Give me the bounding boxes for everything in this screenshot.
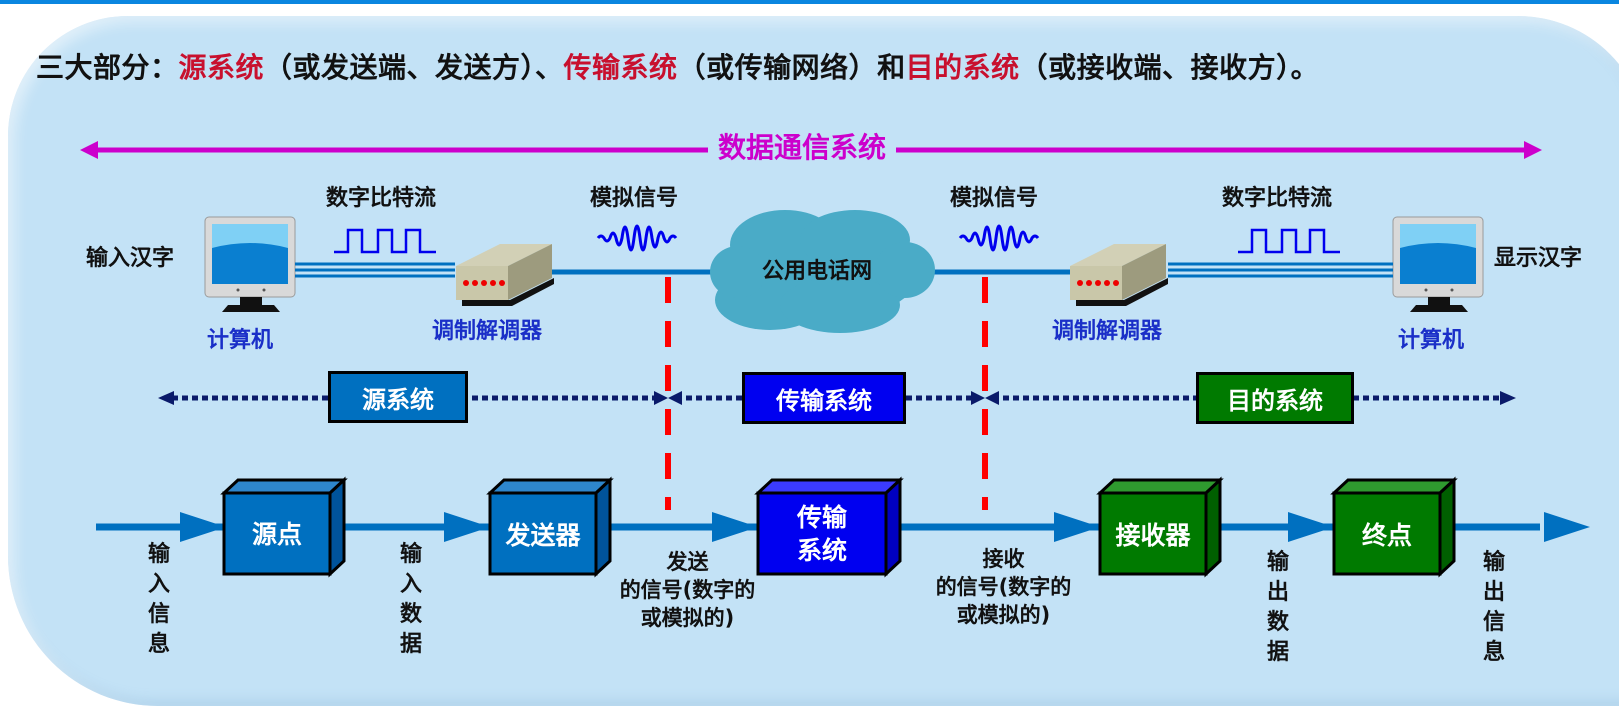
modem-right-icon xyxy=(1070,244,1168,306)
analog-signal-left-label: 模拟信号 xyxy=(590,186,679,211)
top-border-bar xyxy=(0,0,1619,4)
modem-left-icon xyxy=(456,244,554,306)
analog-signal-right-label: 模拟信号 xyxy=(950,186,1039,211)
block-transmission-label-line2: 系统 xyxy=(797,536,847,565)
block-source-point-label: 源点 xyxy=(252,520,302,549)
block-destination-point-label: 终点 xyxy=(1362,521,1412,550)
input-data-label: 输入数据 xyxy=(399,542,422,657)
headline-destination-system: 目的系统 xyxy=(905,51,1020,84)
computer-left-label: 计算机 xyxy=(207,328,274,353)
block-transmission-label-line1: 传输 xyxy=(796,503,848,532)
output-information-label: 输出信息 xyxy=(1482,550,1505,665)
output-data-label: 输出数据 xyxy=(1266,550,1289,665)
transmission-system-box: 传输系统 xyxy=(742,372,906,424)
sent-signal-line2: 的信号(数字的 xyxy=(619,578,756,602)
system-range-arrowheads xyxy=(158,391,1516,405)
digital-waveform-left-icon xyxy=(334,228,436,254)
digital-waveform-right-icon xyxy=(1238,228,1340,254)
received-signal-caption: 接收 的信号(数字的 或模拟的) xyxy=(916,545,1091,629)
public-telephone-network-cloud-icon xyxy=(710,210,935,333)
headline-transmission-note: （或传输网络）和 xyxy=(677,51,906,84)
digital-cable-left xyxy=(295,262,455,278)
sent-signal-caption: 发送 的信号(数字的 或模拟的) xyxy=(600,548,775,632)
headline-source-note: （或发送端、发送方）、 xyxy=(264,51,564,84)
analog-waveform-left-icon xyxy=(596,224,678,252)
headline-prefix: 三大部分： xyxy=(36,51,179,84)
digital-bitstream-right-label: 数字比特流 xyxy=(1222,186,1333,211)
analog-waveform-right-icon xyxy=(958,224,1040,252)
digital-cable-right xyxy=(1168,262,1393,278)
network-label: 公用电话网 xyxy=(762,259,872,284)
data-communication-system-label: 数据通信系统 xyxy=(708,126,897,166)
sent-signal-line3: 或模拟的) xyxy=(640,606,735,630)
block-receiver-label: 接收器 xyxy=(1115,521,1191,550)
flow-arrowheads xyxy=(180,512,1590,542)
headline-destination-note: （或接收端、接收方）。 xyxy=(1019,51,1320,84)
block-transmission-system xyxy=(754,476,904,578)
input-information-label: 输入信息 xyxy=(147,542,170,657)
sent-signal-line1: 发送 xyxy=(666,550,709,574)
destination-system-box: 目的系统 xyxy=(1196,372,1354,424)
block-transmitter xyxy=(486,476,614,578)
modem-right-label: 调制解调器 xyxy=(1052,319,1163,344)
display-chinese-label: 显示汉字 xyxy=(1494,246,1583,271)
modem-left-label: 调制解调器 xyxy=(432,319,543,344)
received-signal-line1: 接收 xyxy=(982,547,1025,571)
computer-right-icon xyxy=(1392,216,1484,312)
received-signal-line2: 的信号(数字的 xyxy=(935,575,1072,599)
headline: 三大部分：源系统（或发送端、发送方）、传输系统（或传输网络）和目的系统（或接收端… xyxy=(36,46,1319,86)
block-destination-point xyxy=(1330,476,1458,578)
received-signal-line3: 或模拟的) xyxy=(956,603,1051,627)
headline-transmission-system: 传输系统 xyxy=(563,51,678,84)
input-chinese-label: 输入汉字 xyxy=(86,246,175,271)
block-receiver xyxy=(1096,476,1224,578)
headline-source-system: 源系统 xyxy=(178,51,265,84)
block-transmitter-label: 发送器 xyxy=(504,521,581,550)
computer-right-label: 计算机 xyxy=(1398,328,1465,353)
digital-bitstream-left-label: 数字比特流 xyxy=(326,186,437,211)
computer-left-icon xyxy=(204,216,296,312)
source-system-box: 源系统 xyxy=(328,371,468,423)
block-source-point xyxy=(220,476,348,578)
